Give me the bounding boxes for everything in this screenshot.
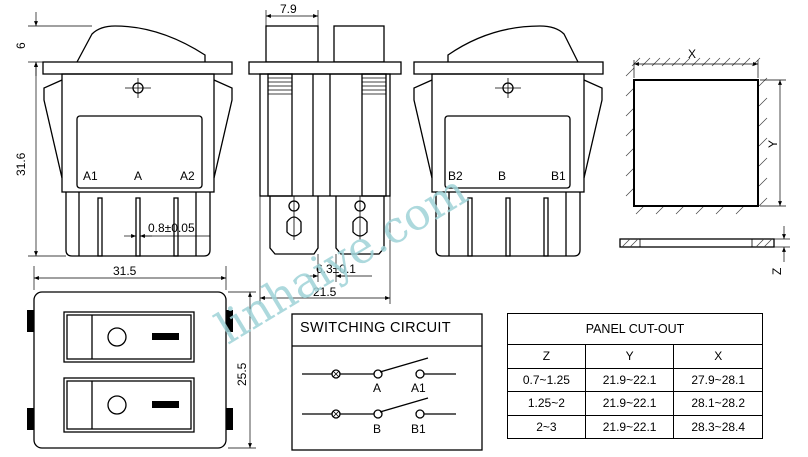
dim-cutout-y: Y (766, 140, 780, 148)
front-view (42, 25, 233, 257)
dim-terminal-offset: 6.3±0.1 (316, 262, 356, 276)
dim-cap-height: 6 (14, 42, 28, 49)
cell-y: 21.9~22.1 (584, 391, 675, 416)
bottom-view (27, 266, 256, 449)
header-z: Z (507, 344, 586, 369)
table-row: 1.25~2 21.9~22.1 28.1~28.2 (507, 391, 763, 416)
dim-body-height: 31.6 (14, 152, 28, 176)
circuit-label-a1: A1 (411, 381, 426, 395)
circuit-label-b1: B1 (411, 422, 426, 436)
table-row: 0.7~1.25 21.9~22.1 27.9~28.1 (507, 367, 763, 392)
terminal-a-label: A (134, 169, 142, 183)
table-header-row: Z Y X (507, 344, 763, 369)
circuit-label-b: B (373, 422, 381, 436)
cutout-drawing (619, 57, 790, 262)
cell-y: 21.9~22.1 (584, 367, 675, 392)
circuit-label-a: A (373, 381, 381, 395)
dim-side-width: 21.5 (313, 285, 337, 299)
dim-terminal-spacing: 0.8±0.05 (148, 221, 195, 235)
table-title-row: PANEL CUT-OUT (507, 313, 763, 345)
dim-top-width: 7.9 (280, 2, 297, 16)
terminal-b1-label: B1 (551, 169, 566, 183)
cell-x: 28.1~28.2 (673, 391, 763, 416)
dim-side-height: 25.5 (235, 362, 249, 386)
panel-cutout-table: PANEL CUT-OUT Z Y X 0.7~1.25 21.9~22.1 2… (507, 313, 763, 439)
cell-y: 21.9~22.1 (584, 414, 675, 439)
terminal-a1-label: A1 (83, 169, 98, 183)
table-row: 2~3 21.9~22.1 28.3~28.4 (507, 414, 763, 439)
switching-circuit (291, 313, 483, 451)
cell-z: 0.7~1.25 (507, 367, 586, 392)
back-view (413, 25, 604, 257)
dim-cutout-z: Z (770, 268, 784, 275)
dim-overall-width: 31.5 (113, 264, 137, 278)
cell-z: 2~3 (507, 414, 586, 439)
header-y: Y (584, 344, 675, 369)
cell-x: 28.3~28.4 (673, 414, 763, 439)
front-vertical-dims (28, 12, 92, 257)
switching-circuit-title: SWITCHING CIRCUIT (300, 320, 451, 336)
cell-z: 1.25~2 (507, 391, 586, 416)
panel-cutout-title: PANEL CUT-OUT (507, 313, 763, 345)
terminal-b-label: B (498, 169, 506, 183)
cell-x: 27.9~28.1 (673, 367, 763, 392)
header-x: X (673, 344, 763, 369)
side-view (248, 10, 402, 304)
dim-cutout-x: X (688, 47, 696, 61)
terminal-a2-label: A2 (180, 169, 195, 183)
terminal-b2-label: B2 (448, 169, 463, 183)
